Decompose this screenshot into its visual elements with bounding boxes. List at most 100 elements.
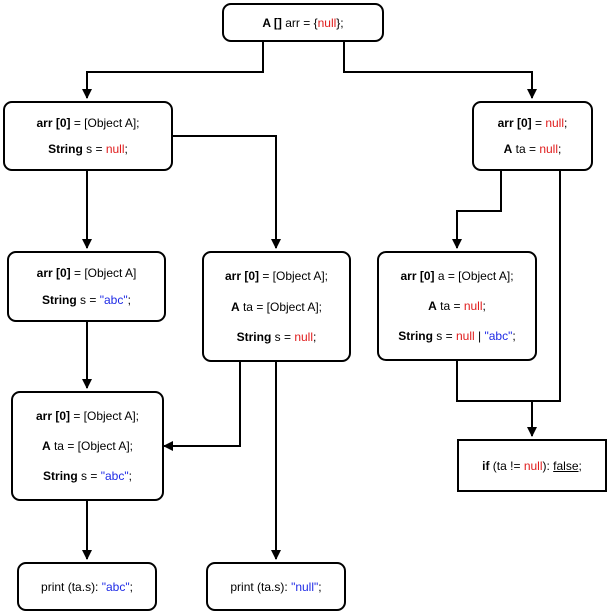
text: print (ta.s): [41, 579, 102, 594]
text: s = [432, 329, 456, 343]
text: s = [76, 293, 100, 307]
node-line: A ta = [Object A]; [42, 439, 133, 453]
text: ; [558, 142, 562, 157]
node-line: arr [0] = null; [498, 116, 568, 130]
text: ; [313, 329, 317, 344]
text: (ta != [489, 458, 524, 473]
text: }; [336, 15, 344, 30]
node-line: String s = "abc"; [43, 469, 132, 483]
node-print-null: print (ta.s): "null"; [206, 562, 346, 611]
text: | [474, 329, 485, 343]
edge-right1-to-r2 [452, 171, 502, 249]
keyword: String [43, 469, 78, 483]
string-value: "abc" [484, 329, 513, 343]
node-line: String s = null; [48, 142, 128, 156]
node-line: String s = null; [237, 330, 317, 344]
edge-left1-to-lm2 [173, 135, 281, 249]
text: ; [127, 293, 131, 307]
null-value: null [523, 458, 543, 473]
node-root: A [] arr = {null}; [222, 3, 384, 42]
node-line: A ta = [Object A]; [231, 300, 322, 314]
text: ; [482, 299, 486, 313]
keyword: String [48, 142, 83, 157]
edge-lm2-to-l3 [163, 362, 241, 451]
null-value: null [455, 329, 475, 343]
text: a = [Object A]; [434, 269, 514, 283]
keyword: A [503, 142, 513, 157]
text: ta = [Object A]; [239, 299, 323, 314]
node-line: String s = "abc"; [42, 293, 131, 307]
null-value: null [463, 299, 483, 313]
node-line: A [] arr = {null}; [262, 16, 343, 30]
text: = [Object A]; [70, 115, 140, 130]
text: = [531, 115, 546, 130]
string-value: "abc" [100, 469, 129, 483]
text: ; [578, 458, 582, 473]
keyword: if [482, 458, 490, 473]
keyword: arr [0] [400, 269, 435, 283]
node-left-branch: arr [0] = [Object A]; String s = null; [3, 101, 173, 171]
edge-root-to-left1 [82, 42, 264, 99]
null-value: null [539, 142, 559, 157]
node-line: arr [0] = [Object A]; [225, 269, 328, 283]
string-value: "null" [291, 579, 319, 594]
keyword: A [428, 299, 437, 313]
keyword: String [236, 329, 272, 344]
keyword: arr [0] [36, 266, 71, 280]
keyword: arr [0] [35, 409, 70, 423]
text: ta = [512, 142, 540, 157]
node-line: A ta = null; [428, 299, 486, 313]
string-value: "abc" [99, 293, 128, 307]
text: ; [124, 142, 128, 157]
text: = [Object A]; [258, 269, 329, 284]
node-print-abc: print (ta.s): "abc"; [17, 562, 157, 611]
null-value: null [294, 329, 314, 344]
node-line: print (ta.s): "null"; [230, 580, 321, 594]
node-ta-object-s-null: arr [0] = [Object A]; A ta = [Object A]; S… [202, 251, 351, 362]
keyword: arr [0] [36, 115, 71, 130]
node-line: arr [0] = [Object A] [37, 266, 137, 280]
text: s = [271, 329, 295, 344]
text: = [Object A]; [69, 409, 140, 423]
keyword: String [398, 329, 433, 343]
node-ta-null-s-null-or-abc: arr [0] a = [Object A];A ta = null;Strin… [377, 251, 537, 361]
null-value: null [105, 142, 125, 157]
text: ; [564, 115, 568, 130]
edge-root-to-right1 [343, 42, 537, 99]
null-value: null [545, 115, 565, 130]
text: arr = { [281, 15, 318, 30]
string-value: "abc" [101, 579, 130, 594]
node-line: arr [0] a = [Object A]; [400, 269, 513, 283]
node-line: arr [0] = [Object A]; [36, 409, 139, 423]
node-string-abc: arr [0] = [Object A] String s = "abc"; [7, 251, 166, 322]
keyword: A [41, 439, 51, 453]
node-ta-object-s-abc: arr [0] = [Object A]; A ta = [Object A]; S… [11, 391, 164, 501]
text: ; [129, 579, 133, 594]
keyword: String [42, 293, 77, 307]
node-line: arr [0] = [Object A]; [36, 116, 139, 130]
keyword: arr [0] [224, 269, 259, 284]
text: print (ta.s): [230, 579, 292, 594]
node-line: String s = null | "abc"; [398, 329, 515, 343]
keyword: A [] [262, 15, 282, 30]
text: ; [128, 469, 132, 483]
node-right-branch: arr [0] = null;A ta = null; [472, 101, 593, 171]
text: = [Object A] [70, 266, 137, 280]
edge-right1-to-if [527, 171, 561, 437]
keyword: A [230, 299, 240, 314]
text: s = [82, 142, 106, 157]
node-line: A ta = null; [504, 142, 562, 156]
text: ): [542, 458, 554, 473]
node-line: print (ta.s): "abc"; [41, 580, 133, 594]
keyword: arr [0] [497, 115, 532, 130]
edge-r2-to-if [456, 361, 532, 402]
text: ta = [436, 299, 464, 313]
node-if-condition: if (ta != null): false; [457, 439, 607, 492]
text: s = [77, 469, 101, 483]
null-value: null [317, 15, 337, 30]
node-line: if (ta != null): false; [482, 459, 582, 473]
text: ; [318, 579, 322, 594]
bool-value: false [553, 458, 579, 473]
text: ; [512, 329, 516, 343]
